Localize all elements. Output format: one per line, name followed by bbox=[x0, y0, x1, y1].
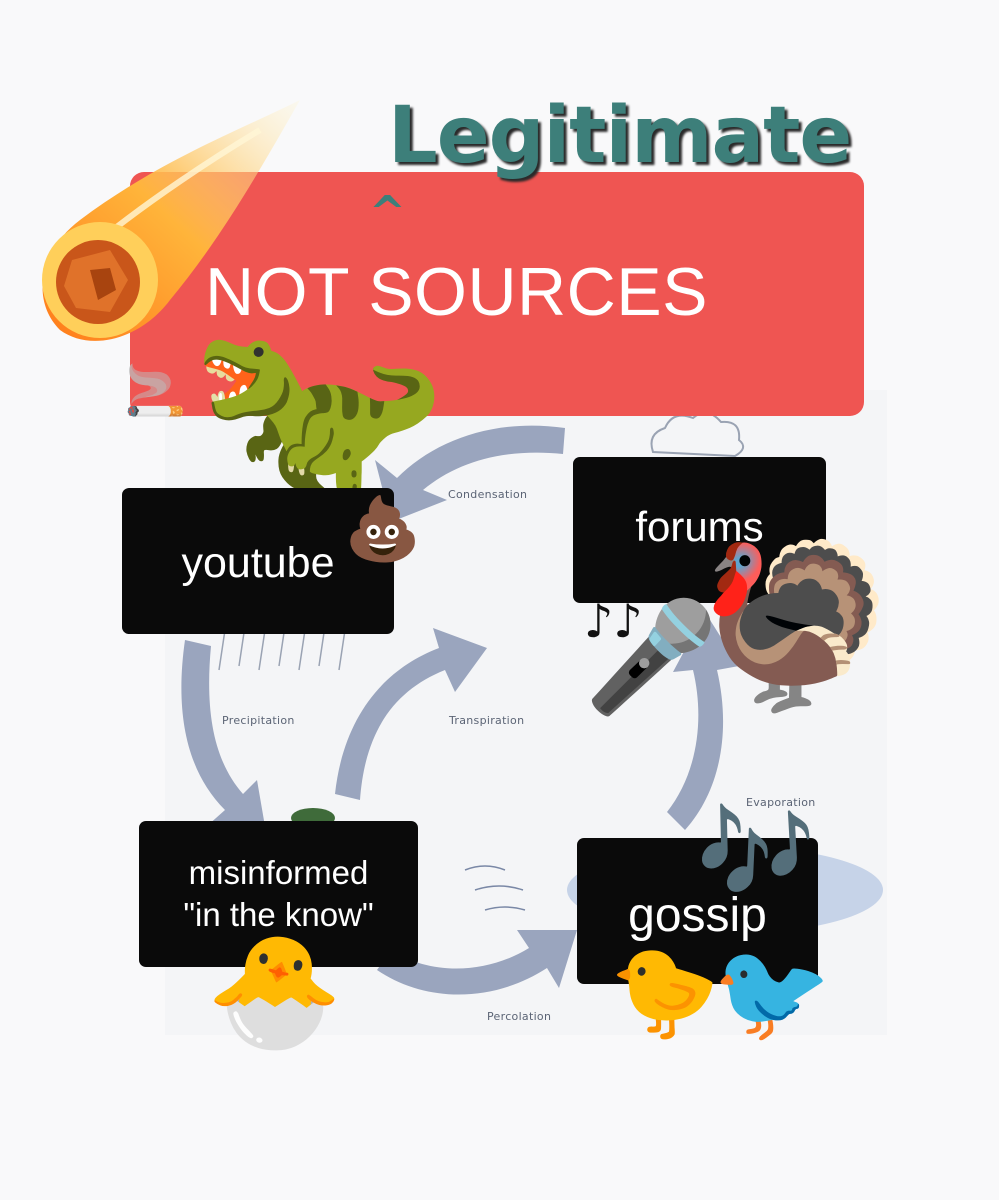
microphone-icon: 🎤 bbox=[584, 595, 719, 720]
turkey-icon: 🦃 bbox=[696, 532, 896, 719]
comet-icon bbox=[42, 100, 300, 341]
percolation-label: Percolation bbox=[487, 1010, 552, 1023]
forums-box: forums bbox=[573, 457, 826, 603]
misinformed-box: misinformed "in the know" bbox=[139, 821, 418, 967]
evaporation-arrow bbox=[667, 612, 739, 830]
gossip-box: gossip bbox=[577, 838, 818, 984]
precipitation-label: Precipitation bbox=[222, 714, 295, 727]
evaporation-label: Evaporation bbox=[746, 796, 816, 809]
music-notes-icon: ♪♪ bbox=[584, 594, 643, 648]
green-bird-icon: 🐦 bbox=[712, 936, 832, 1048]
legitimate-word: Legitimate bbox=[388, 91, 852, 181]
musical-notes-icon: 🎶 bbox=[696, 796, 816, 908]
percolation-arrow bbox=[377, 930, 577, 995]
misinformed-label-line1: misinformed bbox=[188, 854, 369, 891]
banner-text: NOT SOURCES bbox=[205, 254, 708, 330]
precipitation-arrow bbox=[181, 640, 267, 838]
insertion-caret: ^ bbox=[369, 187, 406, 238]
forums-label: forums bbox=[635, 503, 764, 550]
hatching-chick-icon: 🐣 bbox=[206, 927, 343, 1055]
cigarette-icon: 🚬 bbox=[124, 362, 187, 420]
pile-of-poo-icon: 💩 bbox=[344, 492, 422, 565]
transpiration-arrow bbox=[335, 628, 487, 800]
condensation-label: Condensation bbox=[448, 488, 528, 501]
cloud-icon bbox=[650, 411, 745, 458]
misinformed-label-line2: "in the know" bbox=[183, 896, 374, 933]
transpiration-label: Transpiration bbox=[449, 714, 525, 727]
youtube-label: youtube bbox=[181, 538, 335, 587]
baby-chick-icon: 🐤 bbox=[610, 940, 720, 1043]
youtube-box: youtube bbox=[122, 488, 394, 634]
gossip-label: gossip bbox=[628, 888, 767, 942]
not-sources-banner bbox=[130, 172, 864, 416]
condensation-arrow bbox=[375, 425, 565, 522]
